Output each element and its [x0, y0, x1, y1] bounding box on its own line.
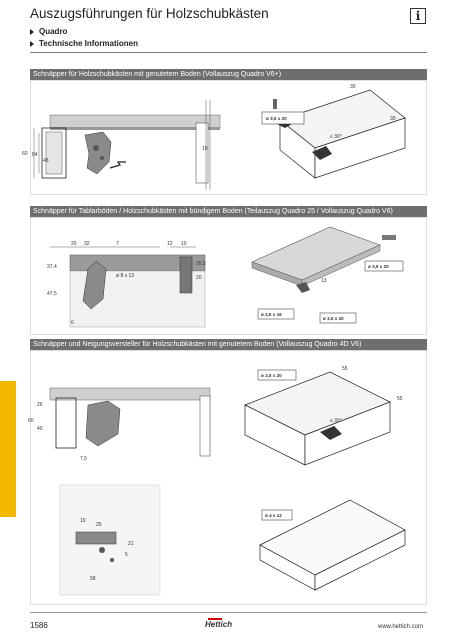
- triangle-right-icon: [30, 40, 34, 47]
- triangle-right-icon: [30, 28, 34, 35]
- catch-side-view-drawing: 60 84 48 10: [22, 100, 221, 190]
- brand-logo-mark: [208, 618, 222, 620]
- dim-10: 10: [202, 146, 208, 152]
- screw-label: ø 3,5 x 20: [266, 116, 287, 121]
- drawer-isometric-drawing: ø 3,5 x 20 30 30 ≤ 30°: [261, 84, 406, 179]
- dim-7: 7: [116, 241, 119, 247]
- dim-37-4: 37,4: [47, 264, 57, 270]
- dim-48: 48: [43, 158, 49, 164]
- dim-10-top: 10: [181, 241, 187, 247]
- dim-60: 60: [22, 151, 28, 157]
- dim-32: 32: [84, 241, 90, 247]
- dim-angle: ≤ 30°: [330, 134, 342, 140]
- dim-5: 5: [125, 552, 128, 558]
- section-1-header: Schnäpper für Holzschubkästen mit genute…: [30, 69, 427, 80]
- dim-55-a: 55: [342, 366, 348, 372]
- section-3-header: Schnäpper und Neigungsversteller für Hol…: [30, 339, 427, 350]
- dim-47-5: 47,5: [47, 291, 57, 297]
- dim-hole: ø 8 x 13: [116, 273, 134, 279]
- dim-25: 25: [96, 522, 102, 528]
- footer-divider: [30, 612, 427, 613]
- dim-angle-4d: ≤ 30°: [330, 418, 342, 424]
- tilt-adjuster-side-view-drawing: 26 60 40 7,5: [28, 387, 211, 462]
- breadcrumb-item-technical-info[interactable]: Technische Informationen: [30, 39, 138, 48]
- dim-26-5: 26,5: [196, 261, 206, 267]
- screw-label-b: ø 3,5 x 16: [261, 312, 282, 317]
- section-3-drawings: 26 60 40 7,5 ø 3,5 x 20 55 55 ≤ 30° 19 2…: [28, 366, 406, 596]
- dim-60: 60: [28, 418, 34, 424]
- dim-20-side: 20: [196, 275, 202, 281]
- dim-12: 12: [167, 241, 173, 247]
- section-2-panel: [30, 217, 427, 335]
- dim-30-b: 30: [390, 116, 396, 122]
- dim-13: 13: [321, 278, 327, 284]
- page-title: Auszugsführungen für Holzschubkästen: [30, 6, 269, 21]
- screw-label-4d: ø 3,5 x 20: [261, 373, 282, 378]
- dim-6: 6: [71, 320, 74, 326]
- screw-label-c: ø 3,5 x 20: [323, 316, 344, 321]
- section-1-drawings: 60 84 48 10 ø 3,5 x 20 30 30 ≤ 30°: [22, 84, 406, 190]
- dim-58: 58: [90, 576, 96, 582]
- drawer-open-isometric-drawing: ø 4 x 12: [259, 499, 406, 591]
- screw-label-4d-2: ø 4 x 12: [265, 513, 282, 518]
- breadcrumb-item-quadro[interactable]: Quadro: [30, 27, 67, 36]
- drawer-isometric-drawing-4d: ø 3,5 x 20 55 55 ≤ 30°: [244, 366, 403, 466]
- breadcrumb-label: Quadro: [39, 27, 68, 36]
- dim-55-b: 55: [397, 396, 403, 402]
- dim-26: 26: [37, 402, 43, 408]
- dim-84: 84: [32, 152, 38, 158]
- section-2-drawings: 20 32 7 12 10 37,4 47,5 26,5 20 6 ø 8 x …: [47, 226, 404, 328]
- section-1-panel: [30, 80, 427, 195]
- breadcrumb-label: Technische Informationen: [39, 39, 138, 48]
- header-divider: [30, 52, 427, 53]
- dim-7-5: 7,5: [80, 456, 87, 462]
- footer-url[interactable]: www.hettich.com: [378, 624, 424, 630]
- shelf-isometric-drawing: ø 3,5 x 20 ø 3,5 x 16 ø 3,5 x 20 13: [251, 226, 404, 324]
- side-tab-marker: [0, 381, 16, 517]
- dim-21: 21: [128, 541, 134, 547]
- page-number: 1586: [30, 621, 48, 630]
- dim-20: 20: [71, 241, 77, 247]
- section-2-header: Schnäpper für Tablarböden / Holzschubkäs…: [30, 206, 427, 217]
- detail-drilling-drawing: 19 25 21 5 58: [59, 484, 161, 596]
- brand-logo: Hettich: [205, 620, 233, 629]
- info-icon: i: [410, 8, 426, 24]
- screw-label-a: ø 3,5 x 20: [368, 264, 389, 269]
- dim-30-a: 30: [350, 84, 356, 90]
- dim-40: 40: [37, 426, 43, 432]
- catch-front-view-drawing: 20 32 7 12 10 37,4 47,5 26,5 20 6 ø 8 x …: [47, 241, 206, 328]
- dim-19: 19: [80, 518, 86, 524]
- section-3-panel: [30, 350, 427, 605]
